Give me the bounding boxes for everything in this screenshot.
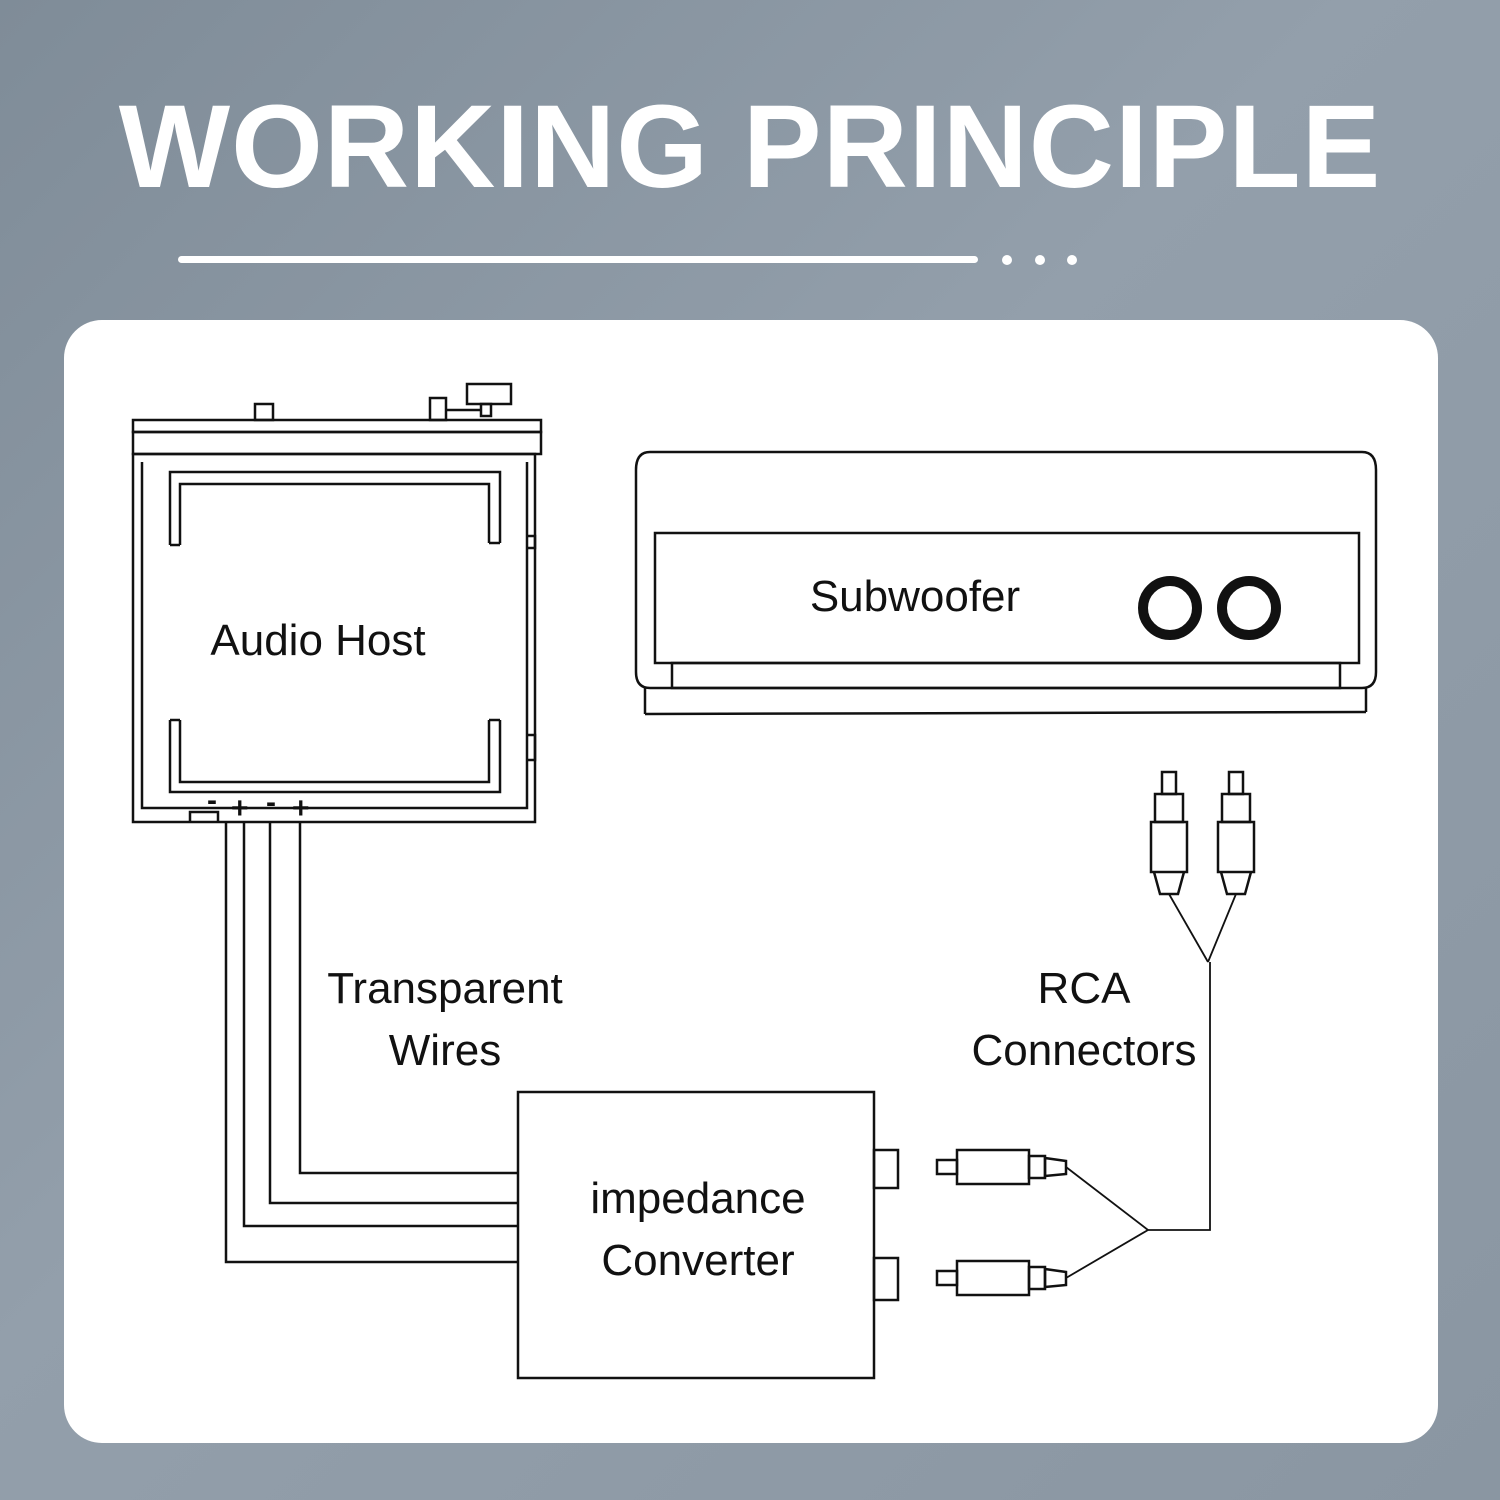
audio-host-label: Audio Host bbox=[210, 616, 426, 665]
rca-plug-vertical bbox=[1216, 770, 1256, 896]
divider-dot bbox=[1002, 255, 1012, 265]
transparent-wires-label: Transparent Wires bbox=[300, 958, 590, 1081]
transparent-wires-line: Wires bbox=[388, 1025, 502, 1075]
page-title: WORKING PRINCIPLE bbox=[118, 81, 1382, 213]
transparent-wires bbox=[224, 822, 518, 1264]
rca-plug-vertical bbox=[1149, 770, 1189, 896]
divider-dot bbox=[1067, 255, 1077, 265]
terminal-signs: - + - + bbox=[207, 784, 310, 825]
audio-host-unit bbox=[131, 382, 543, 824]
subwoofer-label: Subwoofer bbox=[809, 572, 1021, 621]
terminal-negative: - bbox=[266, 786, 276, 819]
title-divider bbox=[178, 256, 978, 263]
terminal-positive: + bbox=[292, 792, 310, 825]
rca-connectors-line: RCA bbox=[1037, 964, 1131, 1013]
subwoofer-port bbox=[1138, 576, 1202, 640]
divider-dot bbox=[1035, 255, 1045, 265]
subwoofer-port bbox=[1217, 576, 1281, 640]
terminal-positive: + bbox=[231, 792, 249, 825]
rca-plug-horizontal bbox=[935, 1148, 1068, 1186]
converter-line: impedance bbox=[590, 1174, 806, 1223]
rca-connectors-label: RCA Connectors bbox=[955, 958, 1213, 1081]
subwoofer-unit bbox=[634, 450, 1378, 716]
impedance-converter-box bbox=[516, 1090, 900, 1380]
diagram-card bbox=[64, 320, 1438, 1443]
converter-line: Converter bbox=[601, 1235, 795, 1285]
terminal-negative: - bbox=[207, 784, 217, 817]
rca-y-cable bbox=[1065, 893, 1237, 1279]
rca-plug-horizontal bbox=[935, 1259, 1068, 1297]
transparent-wires-line: Transparent bbox=[327, 964, 563, 1013]
converter-label: impedance Converter bbox=[540, 1168, 856, 1291]
rca-connectors-line: Connectors bbox=[971, 1025, 1197, 1075]
